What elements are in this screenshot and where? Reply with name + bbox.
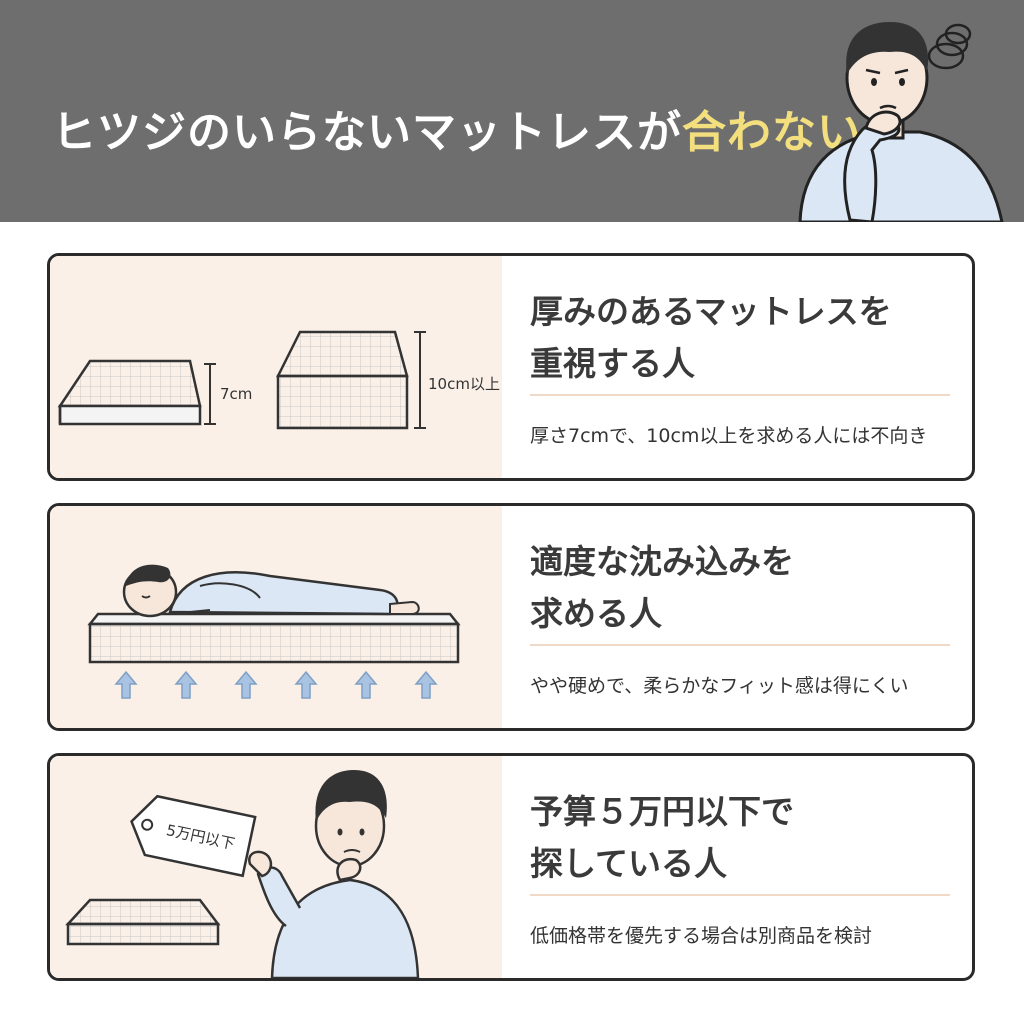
thick-mattress-icon bbox=[275, 330, 409, 430]
heading-line-1: 厚みのあるマットレスを bbox=[530, 292, 892, 331]
price-tag-icon: 5万円以下 bbox=[130, 794, 257, 878]
card-softness: 適度な沈み込みを 求める人 やや硬めで、柔らかなフィット感は得にくい bbox=[47, 503, 975, 731]
heading-line-2: 探している人 bbox=[530, 844, 728, 883]
card-description: 低価格帯を優先する場合は別商品を検討 bbox=[530, 925, 873, 947]
card-description: 厚さ7cmで、10cm以上を求める人には不向き bbox=[530, 425, 928, 447]
heading-line-2: 重視する人 bbox=[530, 344, 695, 383]
divider bbox=[530, 894, 950, 896]
card-heading: 適度な沈み込みを 求める人 bbox=[530, 536, 950, 640]
card-thickness: 7cm 10cm以上 厚みのあるマットレスを 重視する人 厚さ7cmで、10cm… bbox=[47, 253, 975, 481]
confused-swirl-icon bbox=[927, 23, 972, 70]
thinking-person-icon bbox=[248, 770, 420, 978]
card-text: 厚みのあるマットレスを 重視する人 厚さ7cmで、10cm以上を求める人には不向… bbox=[530, 256, 950, 478]
page-title: ヒツジのいらないマットレスが合わない人 bbox=[52, 96, 907, 160]
card-heading: 厚みのあるマットレスを 重視する人 bbox=[530, 286, 950, 390]
header-banner: ヒツジのいらないマットレスが合わない人 bbox=[0, 0, 1024, 222]
mattress-icon bbox=[87, 612, 461, 664]
thin-thickness-label: 7cm bbox=[220, 385, 252, 403]
thin-mattress-icon bbox=[57, 359, 202, 426]
heading-line-2: 求める人 bbox=[530, 594, 662, 633]
mattress-thickness-illustration: 7cm 10cm以上 bbox=[50, 256, 502, 478]
budget-person-illustration: 5万円以下 bbox=[50, 756, 502, 978]
card-text: 予算５万円以下で 探している人 低価格帯を優先する場合は別商品を検討 bbox=[530, 756, 950, 978]
card-text: 適度な沈み込みを 求める人 やや硬めで、柔らかなフィット感は得にくい bbox=[530, 506, 950, 728]
card-heading: 予算５万円以下で 探している人 bbox=[530, 786, 950, 890]
card-budget: 5万円以下 予算５万円以下で 探している人 低価格帯を優先する場合は別商品を検討 bbox=[47, 753, 975, 981]
heading-line-1: 適度な沈み込みを bbox=[530, 542, 794, 581]
divider bbox=[530, 394, 950, 396]
lying-person-icon bbox=[122, 564, 420, 618]
sleeping-person-illustration bbox=[50, 506, 502, 728]
support-arrows-icon bbox=[114, 670, 438, 699]
title-main: ヒツジのいらないマットレスが bbox=[52, 107, 682, 158]
heading-line-1: 予算５万円以下で bbox=[530, 792, 794, 831]
card-description: やや硬めで、柔らかなフィット感は得にくい bbox=[530, 675, 909, 697]
divider bbox=[530, 644, 950, 646]
thick-thickness-label: 10cm以上 bbox=[428, 375, 500, 393]
small-mattress-icon bbox=[65, 898, 221, 946]
thinking-person-illustration bbox=[798, 22, 1004, 222]
